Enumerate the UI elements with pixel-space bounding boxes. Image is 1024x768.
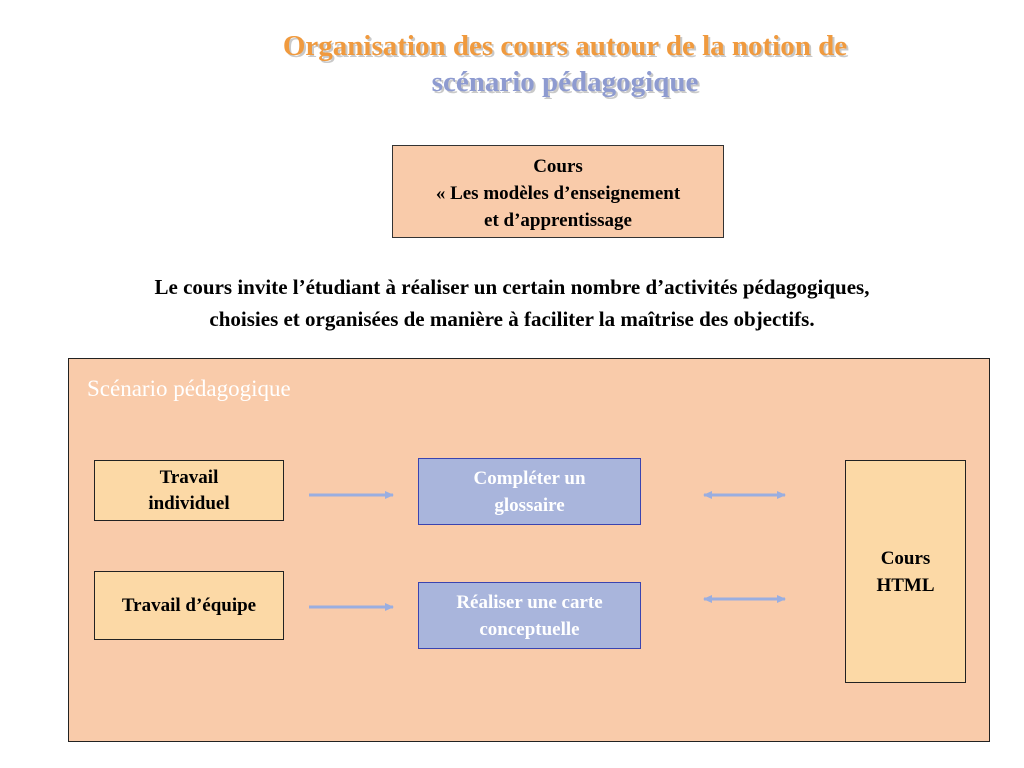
course-box-line3: et d’apprentissage bbox=[484, 210, 632, 231]
intro-line2: choisies et organisées de manière à faci… bbox=[209, 307, 815, 331]
arrows-layer bbox=[309, 491, 786, 611]
html-course-line1: Cours bbox=[880, 547, 931, 569]
glossary-activity-line1: Compléter un bbox=[473, 467, 586, 489]
scenario-title: Scénario pédagogique bbox=[87, 376, 291, 401]
course-box: Cours « Les modèles d’enseignement et d’… bbox=[392, 145, 724, 238]
slide-title: Organisation des cours autour de la noti… bbox=[150, 28, 980, 100]
glossary-activity-box: Compléter un glossaire bbox=[418, 458, 641, 525]
course-box-line2: « Les modèles d’enseignement bbox=[435, 183, 681, 204]
slide-title-line1: Organisation des cours autour de la noti… bbox=[282, 30, 848, 62]
intro-line1: Le cours invite l’étudiant à réaliser un… bbox=[154, 275, 870, 299]
scenario-panel: Scénario pédagogique Travail individuel … bbox=[68, 358, 990, 742]
individual-work-line1: Travail bbox=[159, 466, 219, 488]
slide-title-line2: scénario pédagogique bbox=[431, 66, 699, 98]
concept-map-activity-line1: Réaliser une carte bbox=[456, 591, 603, 613]
html-course-box: Cours HTML bbox=[845, 460, 966, 683]
team-work-box: Travail d’équipe bbox=[94, 571, 284, 640]
glossary-activity-line2: glossaire bbox=[494, 494, 565, 516]
team-work-label: Travail d’équipe bbox=[121, 594, 257, 616]
html-course-line2: HTML bbox=[876, 574, 935, 596]
individual-work-line2: individuel bbox=[148, 492, 230, 514]
individual-work-box: Travail individuel bbox=[94, 460, 284, 521]
concept-map-activity-line2: conceptuelle bbox=[479, 618, 580, 640]
course-box-line1: Cours bbox=[533, 156, 583, 177]
intro-text: Le cours invite l’étudiant à réaliser un… bbox=[30, 271, 994, 335]
concept-map-activity-box: Réaliser une carte conceptuelle bbox=[418, 582, 641, 649]
